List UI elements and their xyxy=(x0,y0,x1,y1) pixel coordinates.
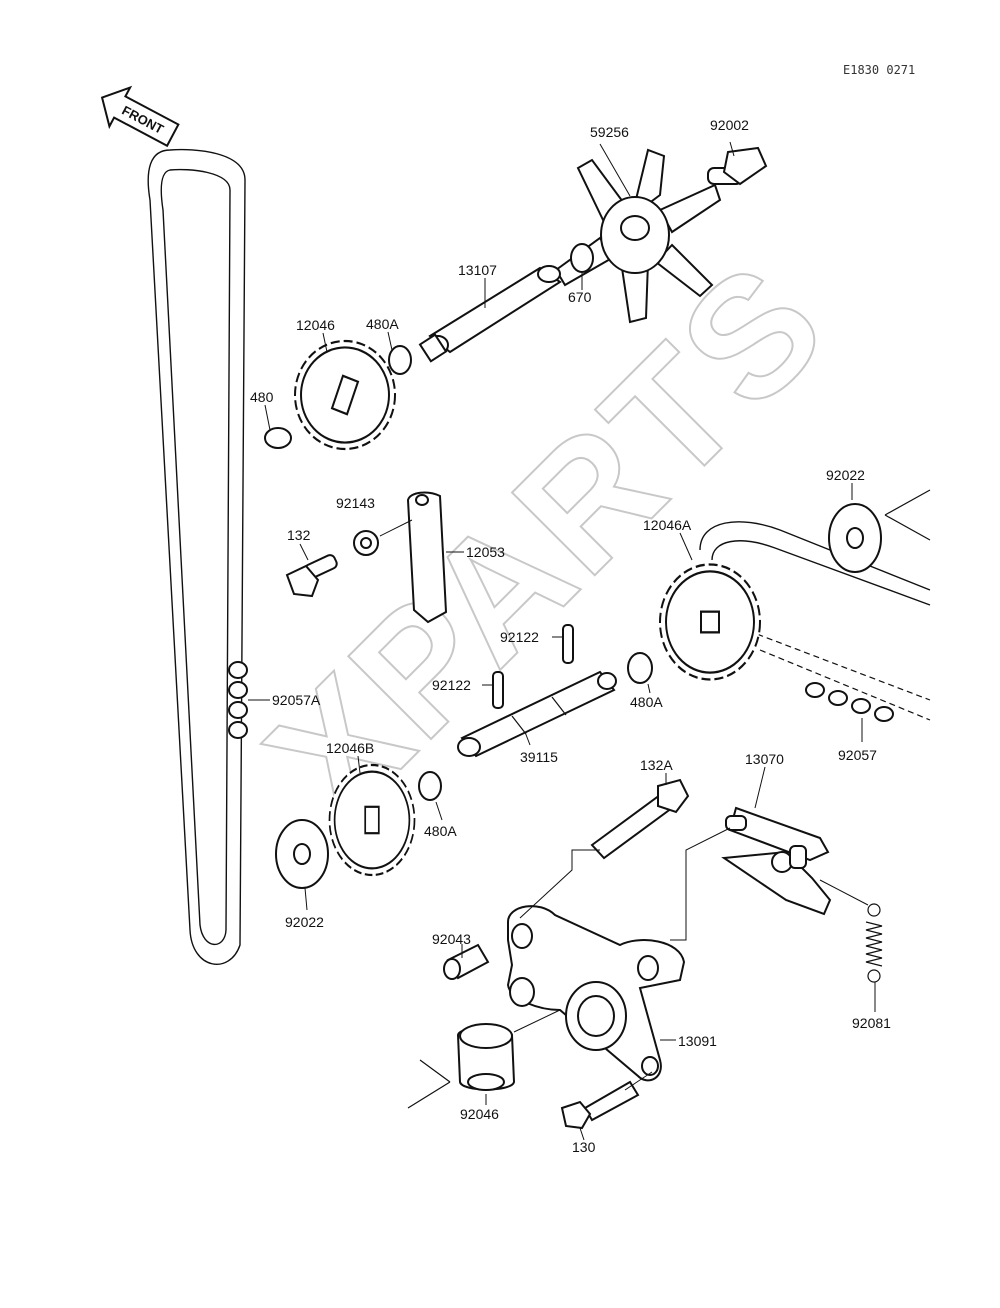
label-670: 670 xyxy=(568,289,592,305)
label-92043: 92043 xyxy=(432,931,471,947)
label-12053: 12053 xyxy=(466,544,505,560)
label-132a: 132A xyxy=(640,757,673,773)
tensioner-block-13070 xyxy=(721,806,832,916)
chain-links-92057 xyxy=(805,682,894,722)
circlip-480a-top xyxy=(388,345,412,375)
label-132: 132 xyxy=(287,527,311,543)
bolt-92002 xyxy=(707,146,768,186)
label-92057: 92057 xyxy=(838,747,877,763)
bushing-92046 xyxy=(456,1023,516,1091)
direction-arrow-right xyxy=(884,489,931,541)
collar-92143 xyxy=(353,530,379,556)
label-480a-top: 480A xyxy=(366,316,399,332)
sprocket-12046 xyxy=(293,339,397,451)
sprocket-12046a xyxy=(658,563,762,681)
drive-chain-loop xyxy=(147,148,246,965)
label-92122-lower: 92122 xyxy=(432,677,471,693)
collar-92043 xyxy=(443,943,490,980)
pin-92122-upper xyxy=(562,624,574,664)
washer-92022-right xyxy=(828,503,882,573)
spring-92081 xyxy=(819,879,883,983)
label-480a-mid: 480A xyxy=(630,694,663,710)
bolt-130 xyxy=(560,1080,640,1130)
label-12046b: 12046B xyxy=(326,740,374,756)
label-59256: 59256 xyxy=(590,124,629,140)
direction-arrow-left xyxy=(407,1059,451,1109)
label-13107: 13107 xyxy=(458,262,497,278)
chain-links-92057a xyxy=(228,661,248,739)
assembly-guide-lines xyxy=(513,827,731,1091)
chain-guide-12053 xyxy=(406,491,448,624)
sprocket-12046b xyxy=(328,763,416,877)
label-92046: 92046 xyxy=(460,1106,499,1122)
label-92081: 92081 xyxy=(852,1015,891,1031)
label-92057a: 92057A xyxy=(272,692,321,708)
pin-92122-lower xyxy=(492,671,504,709)
bracket-13091 xyxy=(506,905,686,1082)
label-92002: 92002 xyxy=(710,117,749,133)
label-92022-right: 92022 xyxy=(826,467,865,483)
label-13091: 13091 xyxy=(678,1033,717,1049)
circlip-670 xyxy=(570,243,594,273)
label-130: 130 xyxy=(572,1139,596,1155)
shaft-39115 xyxy=(457,670,617,758)
washer-92022-left xyxy=(275,819,329,889)
label-480: 480 xyxy=(250,389,274,405)
bolt-132 xyxy=(285,554,338,598)
label-39115: 39115 xyxy=(520,749,558,765)
label-12046a: 12046A xyxy=(643,517,692,533)
part-labels: 59256 92002 13107 670 12046 480A 480 920… xyxy=(250,117,891,1155)
bolt-132a xyxy=(590,778,690,860)
diagram-code: E1830 0271 xyxy=(843,63,915,77)
label-92122-upper: 92122 xyxy=(500,629,539,645)
label-12046: 12046 xyxy=(296,317,335,333)
label-92143: 92143 xyxy=(336,495,375,511)
circlip-480a-mid xyxy=(627,652,653,684)
front-arrow-icon: FRONT xyxy=(100,85,180,148)
circlip-480a-low xyxy=(418,771,442,801)
shaft-13107 xyxy=(418,265,562,363)
circlip-480 xyxy=(264,427,292,449)
track-drive-chain xyxy=(699,521,931,721)
leader-lines xyxy=(248,141,876,1141)
label-13070: 13070 xyxy=(745,751,784,767)
label-480a-low: 480A xyxy=(424,823,457,839)
label-92022-left: 92022 xyxy=(285,914,324,930)
